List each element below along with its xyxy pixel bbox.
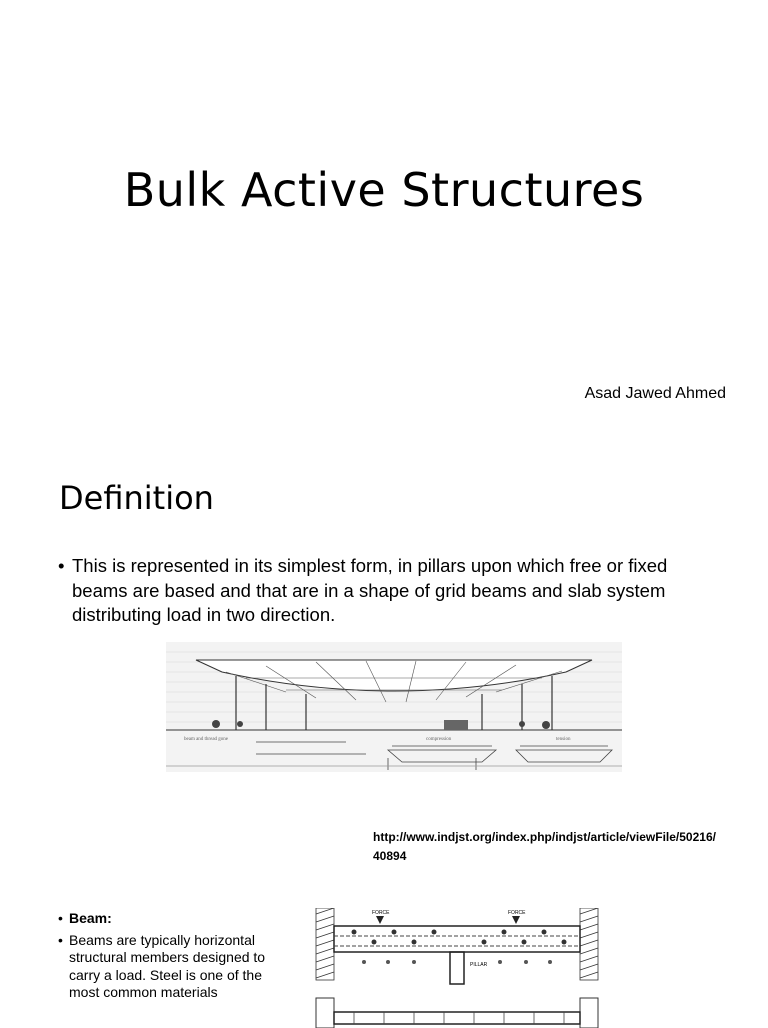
beam-slide: • Beam: • Beams are typically horizontal… xyxy=(0,884,768,1028)
definition-bullet: • This is represented in its simplest fo… xyxy=(58,554,718,628)
svg-text:beam and thread gone: beam and thread gone xyxy=(184,737,229,742)
beam-diagram-image: FORCE FORCE PILLAR xyxy=(314,908,600,1028)
beam-heading: Beam: xyxy=(69,910,112,926)
bullet-icon: • xyxy=(58,555,65,576)
svg-text:compression: compression xyxy=(426,737,452,742)
presentation-title: Bulk Active Structures xyxy=(123,163,645,217)
reference-link-line: http://www.indjst.org/index.php/indjst/a… xyxy=(373,830,716,844)
bullet-icon: • xyxy=(58,910,63,926)
pillar-label: PILLAR xyxy=(470,962,488,968)
reference-link[interactable]: http://www.indjst.org/index.php/indjst/a… xyxy=(373,828,753,866)
title-slide: Bulk Active Structures Asad Jawed Ahmed xyxy=(0,0,768,450)
svg-text:tension: tension xyxy=(556,737,571,742)
author-name: Asad Jawed Ahmed xyxy=(584,385,726,402)
beam-bullet-list: • Beam: • Beams are typically horizontal… xyxy=(58,910,278,1006)
beam-description: Beams are typically horizontal structura… xyxy=(69,931,266,1001)
definition-slide: Definition • This is represented in its … xyxy=(0,452,768,882)
structure-sketch-image: beam and thread gone compression tension xyxy=(166,642,622,772)
force-label: FORCE xyxy=(372,910,390,916)
reference-link-line: 40894 xyxy=(373,849,407,863)
bullet-icon: • xyxy=(58,931,63,948)
list-item: • Beams are typically horizontal structu… xyxy=(58,932,278,1002)
force-label: FORCE xyxy=(508,910,526,916)
definition-text: This is represented in its simplest form… xyxy=(72,555,668,625)
list-item: • Beam: xyxy=(58,910,278,928)
slide-heading: Definition xyxy=(59,479,214,517)
